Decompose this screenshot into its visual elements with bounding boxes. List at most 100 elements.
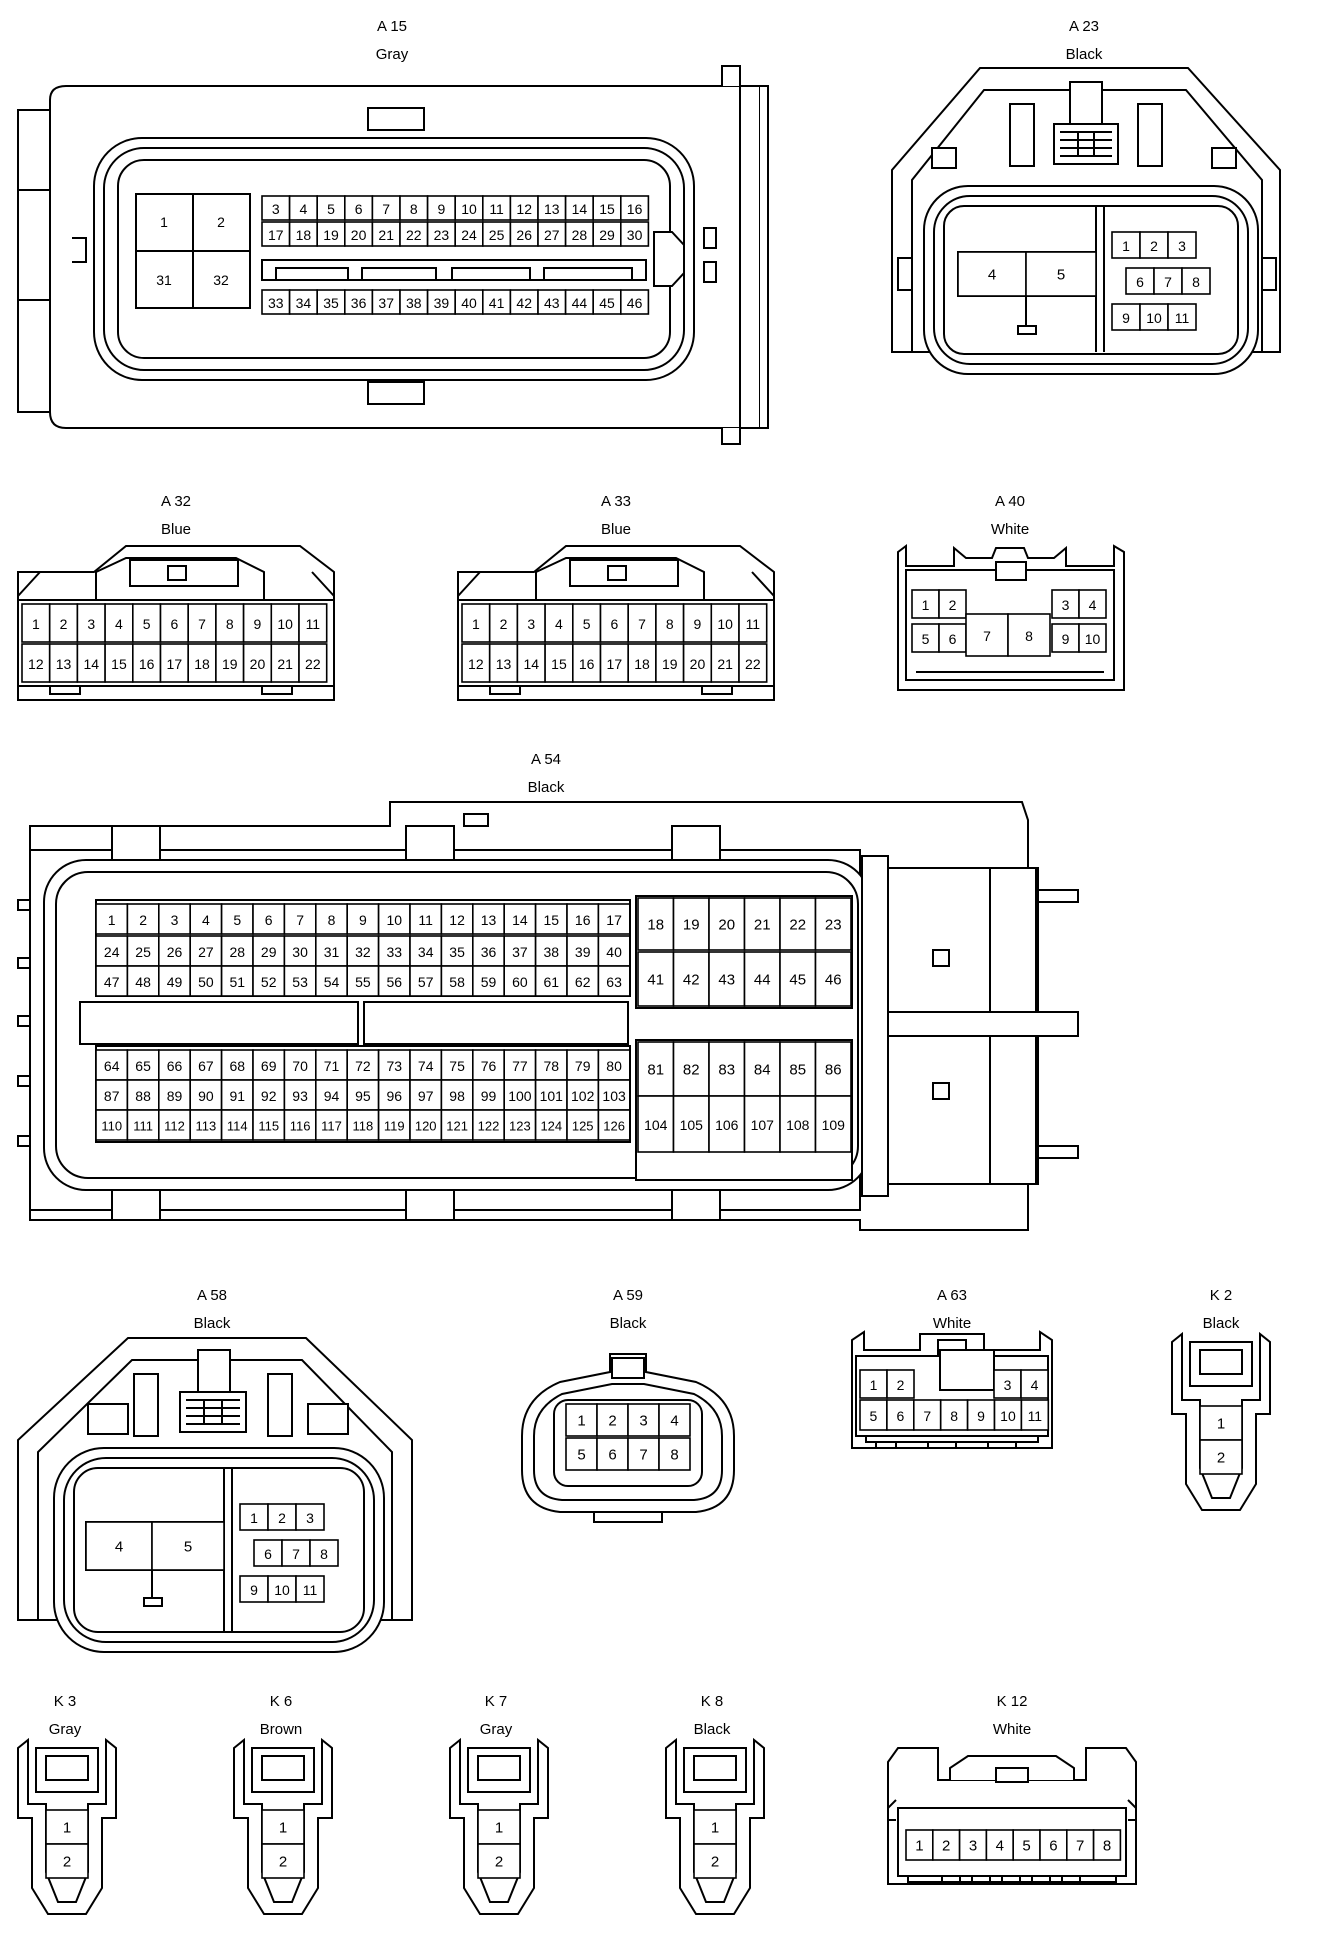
a32-pin-22: 22 [305, 656, 321, 672]
a32-pin-21: 21 [277, 656, 293, 672]
a54-pin-113-cell [189, 1109, 223, 1141]
a33-pin-12-cell [461, 643, 491, 683]
a32-pin-16-cell [132, 643, 162, 683]
a15-pin-23: 23 [434, 227, 450, 243]
a54-pin-122-cell [471, 1109, 505, 1141]
a15-pin-22: 22 [406, 227, 422, 243]
a40-pin-7: 7 [983, 628, 991, 644]
a58-pin-10: 10 [274, 1582, 290, 1598]
a33-pin-7: 7 [638, 616, 646, 632]
svg-text:1: 1 [160, 214, 168, 230]
a63-pin-5-cell [859, 1399, 888, 1431]
a54-pin-31: 31 [324, 944, 340, 960]
a32-pin-4: 4 [115, 616, 123, 632]
a54-pin-29: 29 [261, 944, 277, 960]
a59-pin-2-cell [596, 1403, 629, 1437]
a54-pin-19: 19 [683, 917, 700, 934]
a59-pin-5: 5 [577, 1447, 585, 1464]
a54-pin-109: 109 [822, 1117, 846, 1133]
a15-pin-45-cell [592, 289, 622, 315]
a54-pin-120-cell [409, 1109, 443, 1141]
a54-pin-101-cell [534, 1079, 568, 1111]
a54-pin-53-cell [283, 965, 317, 997]
k12-pin-6: 6 [1049, 1838, 1057, 1855]
a15-pin-7: 7 [382, 201, 390, 217]
a32-pin-5: 5 [143, 616, 151, 632]
a23-pin-3-cell [1167, 231, 1197, 259]
a32-pin-15: 15 [111, 656, 127, 672]
a54-pin-47-cell [95, 965, 129, 997]
a15-pin-29: 29 [599, 227, 615, 243]
k7-pin-1: 1 [495, 1820, 503, 1837]
a63-pin-7: 7 [923, 1408, 931, 1424]
k8-pin-2-cell [693, 1843, 737, 1879]
a63-pin-9: 9 [977, 1408, 985, 1424]
a58-pin-7: 7 [292, 1546, 300, 1562]
a40-pin-10: 10 [1085, 631, 1101, 647]
a54-pin-78: 78 [544, 1058, 560, 1074]
a15-pin-25: 25 [489, 227, 505, 243]
a33-pin-13: 13 [496, 656, 512, 672]
a54-pin-58: 58 [449, 974, 465, 990]
a33-pin-3: 3 [527, 616, 535, 632]
a32-pin-9: 9 [254, 616, 262, 632]
a23-pin-5: 5 [1057, 267, 1065, 284]
a59-pin-8-cell [658, 1437, 691, 1471]
a54-pin-5: 5 [233, 912, 241, 928]
a33-pin-4: 4 [555, 616, 563, 632]
k12-pin-7: 7 [1076, 1838, 1084, 1855]
a63-pin-10: 10 [1000, 1408, 1016, 1424]
a54-pin-14: 14 [512, 912, 528, 928]
a54-pin-21: 21 [754, 917, 771, 934]
a54-pin-73: 73 [387, 1058, 403, 1074]
a54-pin-72-cell [346, 1049, 380, 1081]
a33-pin-5-cell [571, 603, 602, 643]
a32-pin-21-cell [270, 643, 300, 683]
a54-pin-69: 69 [261, 1058, 277, 1074]
a32-pin-1: 1 [32, 616, 40, 632]
a54-pin-62: 62 [575, 974, 591, 990]
a54-pin-23-cell [814, 897, 852, 951]
a54-pin-118-cell [346, 1109, 380, 1141]
a32-pin-17-cell [159, 643, 190, 683]
a15-pin-18: 18 [296, 227, 312, 243]
a54-pin-83-cell [708, 1041, 746, 1097]
a54-pin-50-cell [189, 965, 223, 997]
a54-pin-26: 26 [167, 944, 183, 960]
a54-pin-13: 13 [481, 912, 497, 928]
a54-pin-99-cell [471, 1079, 505, 1111]
a15-pin-30-cell [619, 221, 650, 247]
k7-id-label: K 7 [485, 1693, 508, 1710]
a54-pin-93-cell [283, 1079, 317, 1111]
a54-pin-24: 24 [104, 944, 120, 960]
a54-pin-3-cell [158, 903, 192, 935]
a54-pin-3: 3 [171, 912, 179, 928]
a40-pin-6: 6 [949, 631, 957, 647]
a33-pin-18-cell [627, 643, 657, 683]
a54-pin-75-cell [440, 1049, 474, 1081]
a15-pin-4: 4 [300, 201, 308, 217]
a54-pin-102-cell [566, 1079, 600, 1111]
a54-pin-79: 79 [575, 1058, 591, 1074]
a54-pin-25: 25 [135, 944, 151, 960]
a54-pin-116-cell [283, 1109, 317, 1141]
a54-pin-30: 30 [292, 944, 308, 960]
a54-pin-117-cell [314, 1109, 348, 1141]
a58-pin-3: 3 [306, 1510, 314, 1526]
a33-pin-10: 10 [717, 616, 733, 632]
a33-color-label: Blue [601, 521, 631, 538]
a58-pin-11-cell [295, 1575, 325, 1603]
a23-pin-2: 2 [1150, 238, 1158, 254]
a40-pin-1: 1 [922, 597, 930, 613]
k12-pin-3: 3 [969, 1838, 977, 1855]
a54-pin-71: 71 [324, 1058, 340, 1074]
a23-pin-1: 1 [1122, 238, 1130, 254]
a15-pin-4-cell [288, 195, 319, 221]
a54-pin-43-cell [708, 951, 746, 1007]
k6-id-label: K 6 [270, 1693, 293, 1710]
a32-pin-20: 20 [250, 656, 266, 672]
a54-pin-111-cell [126, 1109, 160, 1141]
a54-pin-53: 53 [292, 974, 308, 990]
a54-pin-64: 64 [104, 1058, 120, 1074]
